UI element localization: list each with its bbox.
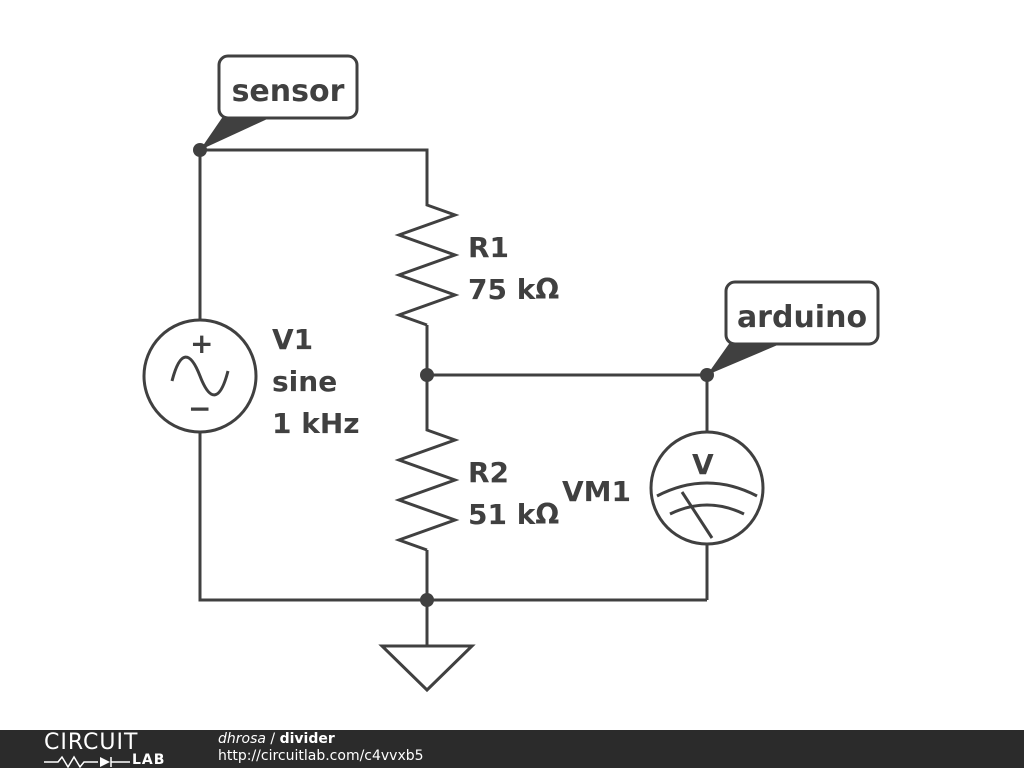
v1-minus: − (188, 392, 211, 425)
wire-sensor-top (198, 148, 429, 321)
circuit-url[interactable]: http://circuitlab.com/c4vvxb5 (218, 748, 424, 764)
resistor-icon (394, 200, 460, 327)
voltmeter-icon (649, 430, 765, 546)
v1-type: sine (272, 365, 337, 398)
arduino-label-box (724, 280, 880, 346)
logo-squiggle-icon (44, 755, 130, 769)
net-label-arduino[interactable]: arduino (707, 280, 880, 375)
wires (198, 148, 709, 645)
source-v1[interactable]: + − V1 sine 1 kHz (142, 318, 360, 440)
arduino-label-pointer (707, 341, 787, 375)
logo-circuit-text: CIRCUIT (44, 730, 139, 755)
r1-ref: R1 (468, 231, 509, 264)
arduino-label-text: arduino (737, 300, 867, 335)
wire-bottom (198, 432, 707, 602)
sensor-label-box (217, 54, 359, 120)
ground-icon (378, 644, 476, 693)
logo-bottom-row: LAB (44, 752, 174, 769)
r2-value: 51 kΩ (468, 498, 559, 531)
circuit-title[interactable]: divider (279, 731, 335, 747)
v1-plus: + (190, 327, 213, 360)
credit-block: dhrosa / divider http://circuitlab.com/c… (218, 731, 424, 765)
sensor-label-pointer (200, 115, 276, 150)
resistor-icon (394, 425, 460, 552)
schematic-canvas: R1 75 kΩ R2 51 kΩ + − V1 sine 1 kHz V VM… (142, 54, 880, 693)
resistor-r1[interactable]: R1 75 kΩ (394, 200, 559, 327)
author-link[interactable]: dhrosa (218, 731, 266, 747)
sine-source-icon (142, 318, 258, 434)
v1-freq: 1 kHz (272, 407, 360, 440)
net-label-sensor[interactable]: sensor (200, 54, 359, 150)
r1-value: 75 kΩ (468, 273, 559, 306)
vm1-ref: VM1 (562, 475, 631, 508)
sensor-label-text: sensor (232, 74, 345, 109)
junction-ground (420, 593, 434, 607)
junction-mid (420, 368, 434, 382)
voltmeter-vm1[interactable]: V VM1 (562, 430, 765, 546)
r2-ref: R2 (468, 456, 509, 489)
v1-ref: V1 (272, 323, 313, 356)
resistor-r2[interactable]: R2 51 kΩ (394, 425, 559, 552)
circuitlab-logo[interactable]: CIRCUIT LAB (44, 730, 174, 769)
footer-bar: CIRCUIT LAB dhrosa / divider http://circ… (0, 730, 1024, 769)
credit-separator: / (265, 731, 280, 747)
vm1-symbol: V (692, 448, 714, 481)
logo-lab-text: LAB (132, 752, 166, 768)
